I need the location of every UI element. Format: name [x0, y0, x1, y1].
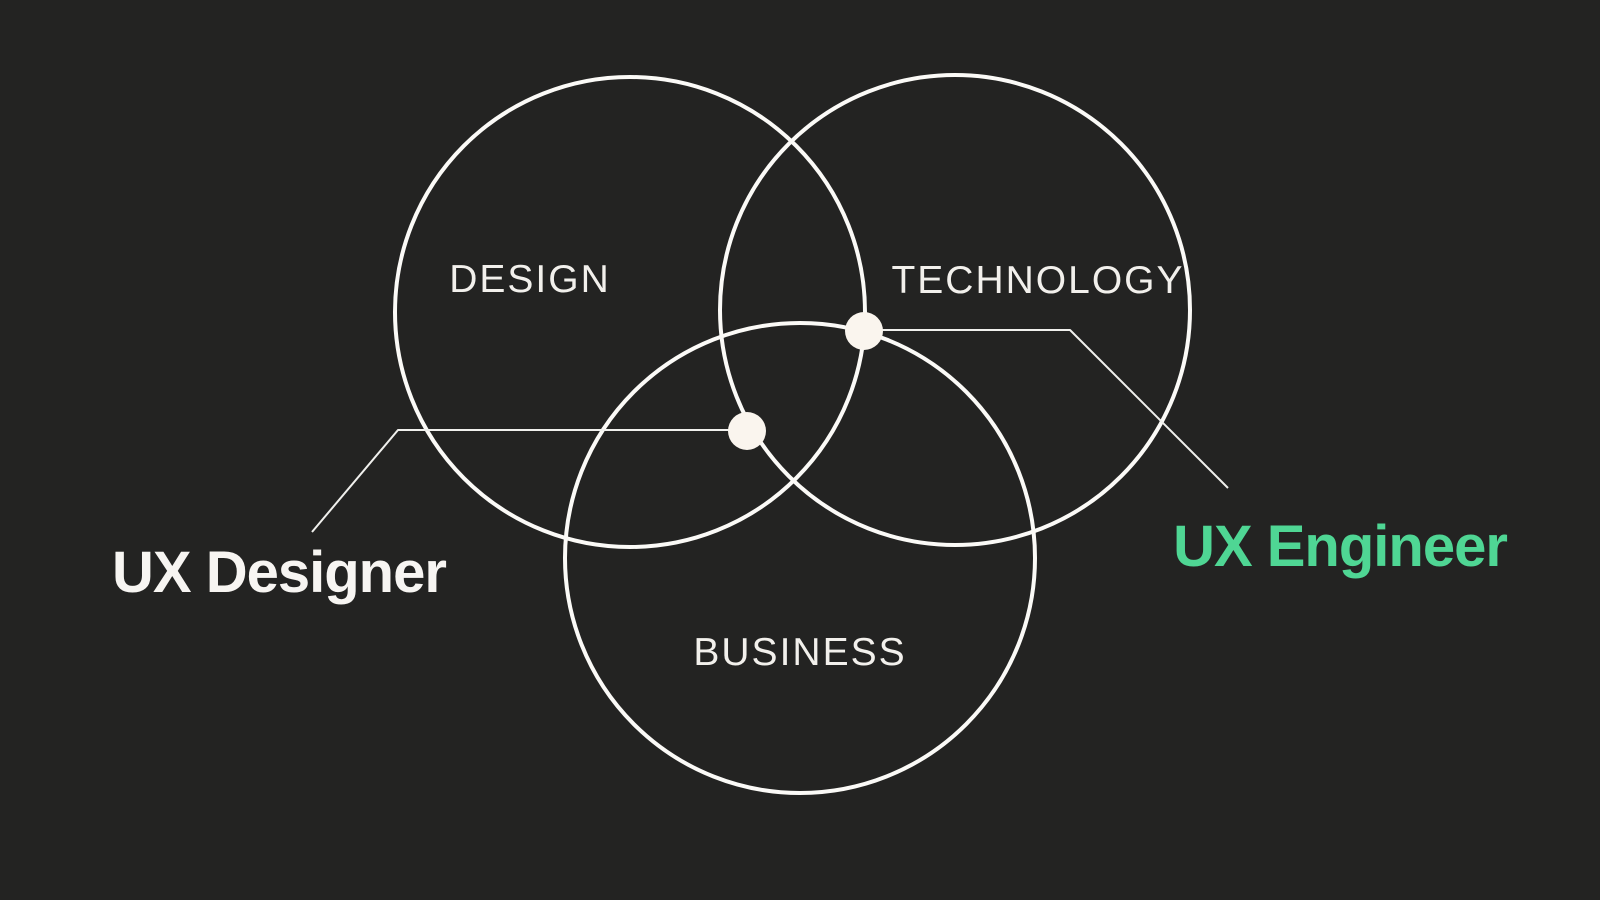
ux-designer-dot [728, 412, 766, 450]
ux-engineer-label: UX Engineer [1173, 514, 1507, 579]
business-circle [563, 321, 1037, 795]
design-circle [393, 75, 867, 549]
business-label: BUSINESS [693, 631, 906, 674]
technology-label: TECHNOLOGY [891, 259, 1184, 302]
ux-designer-callout-line [311, 429, 747, 533]
technology-circle [718, 73, 1192, 547]
design-label: DESIGN [449, 258, 611, 301]
ux-engineer-dot [845, 312, 883, 350]
ux-designer-label: UX Designer [112, 540, 446, 605]
ux-engineer-callout-line [864, 329, 1229, 489]
